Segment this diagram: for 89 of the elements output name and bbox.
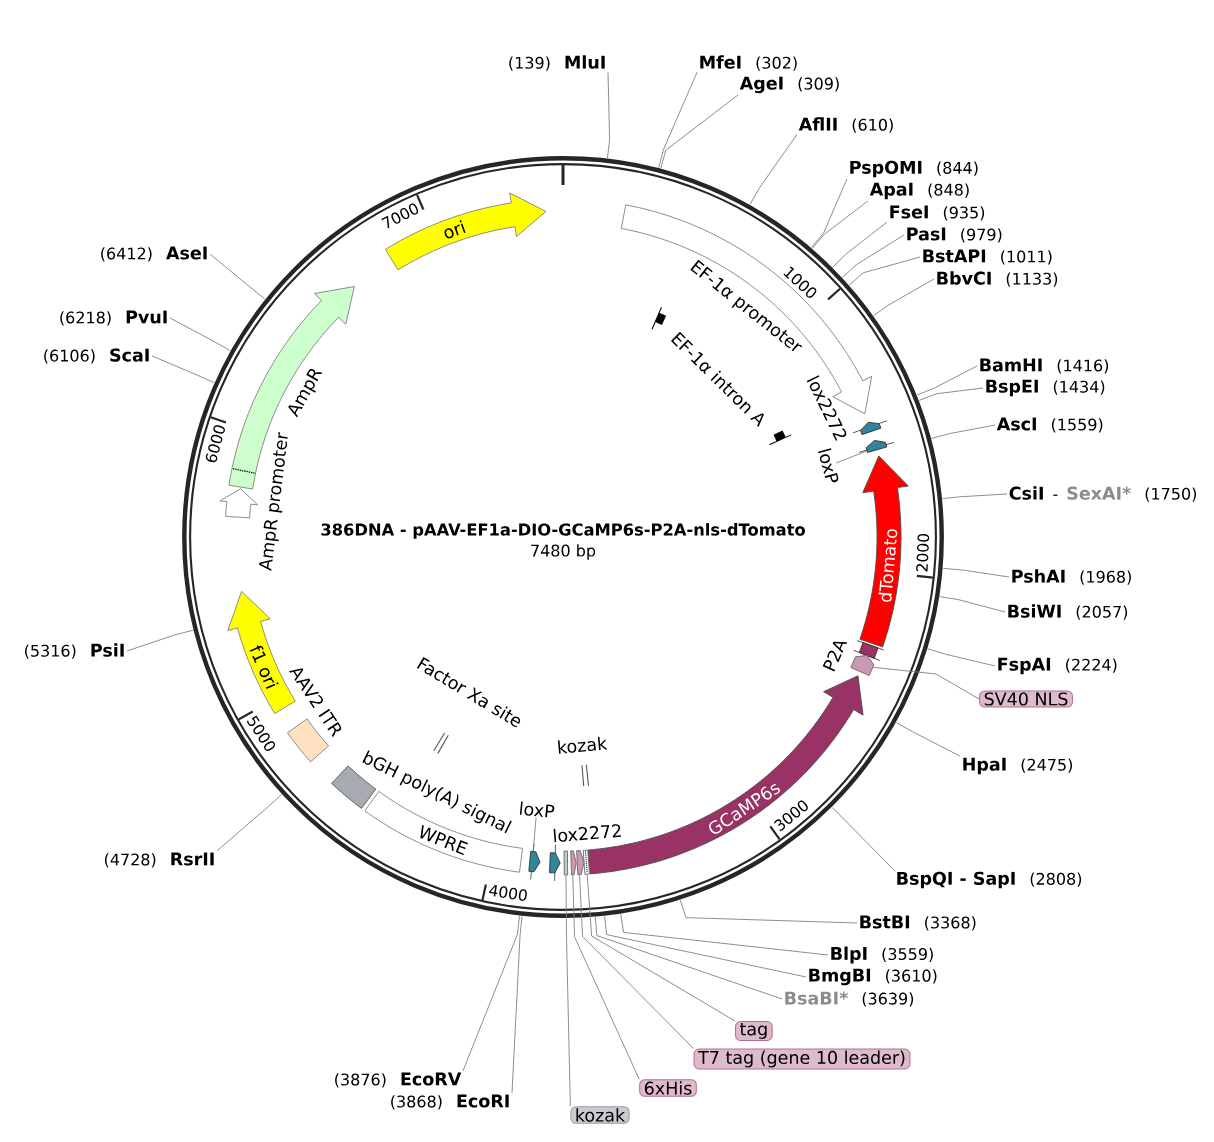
tick-label: 4000 [489,885,527,901]
leader-line [579,874,695,1049]
tick-label: 2000 [916,534,930,572]
leader-line [831,806,895,871]
plasmid-title: 386DNA - pAAV-EF1a-DIO-GCaMP6s-P2A-nls-dTomato [321,523,805,539]
site-label: PspOMI (844) [850,160,978,178]
leader-line [942,567,1010,578]
site-label: PshAI (1968) [1012,569,1131,585]
leader-line [462,915,520,1072]
site-label: FseI (935) [890,205,985,221]
feature-box [563,850,569,876]
leader-line [126,629,194,652]
leader-line [586,874,736,1022]
leader-line [572,874,640,1080]
site-label: BmgBI (3610) [809,968,937,986]
site-label: (4728) RsrII [104,852,214,868]
leader-line [660,94,739,169]
feature-block: dTomato [859,455,909,648]
leader-line [565,874,571,1107]
leader-line [872,666,980,700]
site-label: (6412) AseI [101,246,207,262]
site-label: (3876) EcoRV [335,1072,462,1088]
site-label: MfeI (302) [700,55,797,71]
tag-label: 6xHis [639,1079,697,1097]
tag-label: T7 tag (gene 10 leader) [693,1048,911,1070]
site-label: HpaI (2475) [963,757,1072,775]
leader-line [511,915,523,1094]
site-label: (6218) PvuI [60,310,167,326]
feature-block [850,654,875,676]
leader-line [835,450,868,464]
leader-line [811,200,869,249]
leader-line [749,133,798,205]
leader-line [942,493,1008,499]
tag-label: kozak [570,1106,630,1124]
leader-line [151,355,215,384]
leader-line [832,221,888,268]
leader-line [939,596,1006,613]
site-label: BstBI (3368) [860,915,976,931]
leader-line [169,317,231,351]
leader-line [532,817,537,852]
leader-line [927,648,996,667]
plasmid-size: 7480 bp [531,544,596,560]
feature-block [858,440,895,453]
feature-block [528,843,541,880]
site-label: CsiI - SexAI* (1750) [1009,486,1197,502]
site-label: PasI (979) [907,227,1002,243]
leader-line [842,234,905,278]
site-label: AscI (1559) [996,417,1103,433]
leader-line [209,253,266,300]
leader-line [849,256,921,286]
tick-label: 6000 [205,425,225,463]
leader-line [679,899,858,924]
feature-label: P2A [822,641,848,672]
leader-line [620,913,829,956]
site-label: BbvCI (1133) [937,271,1058,287]
leader-line [895,722,961,757]
site-label: (6106) ScaI [44,348,149,364]
tag-label: SV40 NLS [979,690,1073,708]
site-label: BlpI (3559) [831,946,933,964]
leader-line [916,365,978,396]
site-label: AgeI (309) [739,76,839,94]
feature-label: AmpR promoter [259,432,288,572]
site-label: BsiWI (2057) [1008,604,1128,620]
site-label: AflII (610) [798,117,893,133]
tag-label: tag [735,1021,773,1041]
leader-line [607,71,611,159]
feature-block [570,850,577,876]
leader-line [918,387,984,401]
site-label: BstAPI (1011) [923,249,1052,265]
site-label: ApaI (848) [869,182,969,200]
site-label: (139) MluI [509,55,605,71]
site-label: BspQI - SapI (2808) [897,871,1082,889]
site-label: BspEI (1434) [986,379,1105,397]
feature-box [582,849,590,875]
site-label: FspAI (2224) [998,657,1117,675]
leader-line [873,278,935,317]
leader-line [216,794,282,852]
site-label: (5316) PsiI [25,643,124,659]
site-label: (3868) EcoRI [391,1094,509,1110]
leader-line [594,916,783,1000]
site-label: BamHI (1416) [980,358,1109,374]
site-label: BsaBI* (3639) [785,991,914,1007]
feature-block [576,850,585,876]
leader-line [658,71,698,169]
leader-line [810,178,848,248]
feature-label: loxP [818,448,839,483]
tick-label: 7000 [381,203,419,229]
leader-line [931,424,996,439]
leader-line [604,915,807,978]
